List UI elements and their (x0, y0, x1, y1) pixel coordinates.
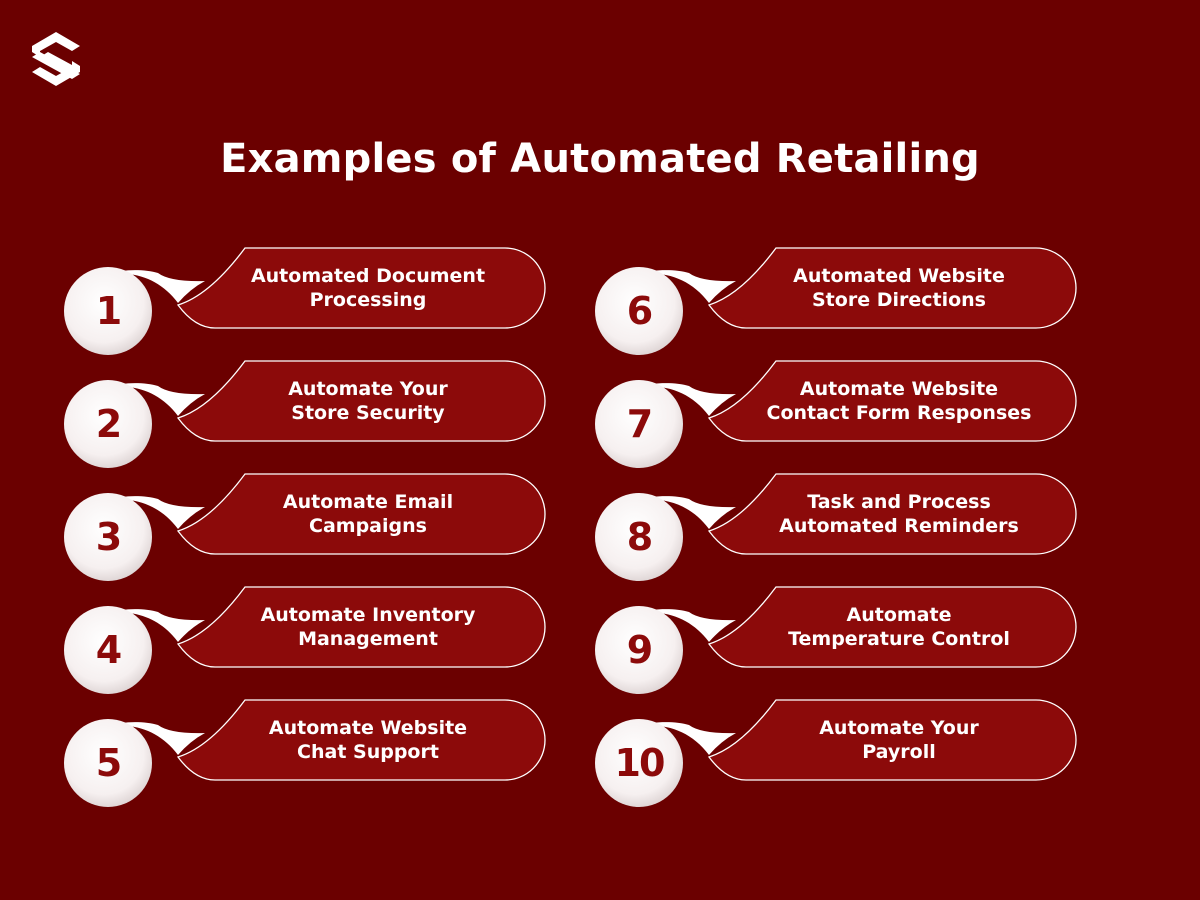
item-number: 5 (95, 741, 122, 785)
item-label: Automate Your Store Security (288, 378, 448, 424)
item-label: Automate Email Campaigns (282, 491, 454, 537)
item-label: Automate Website Contact Form Responses (766, 378, 1032, 424)
item-label: Automate Inventory Management (260, 604, 476, 650)
page-title: Examples of Automated Retailing (220, 136, 980, 182)
s-monogram-logo-icon (32, 32, 80, 86)
item-number: 8 (626, 515, 653, 559)
list-item: 10 Automate Your Payroll (591, 699, 1081, 809)
list-item: 2 Automate Your Store Security (60, 360, 550, 470)
item-number: 4 (95, 628, 122, 672)
item-number: 6 (626, 289, 653, 333)
list-item: 8 Task and Process Automated Reminders (591, 473, 1081, 583)
item-number: 9 (626, 628, 653, 672)
list-item: 4 Automate Inventory Management (60, 586, 550, 696)
item-number: 2 (95, 402, 122, 446)
list-item: 9 Automate Temperature Control (591, 586, 1081, 696)
list-item: 6 Automated Website Store Directions (591, 247, 1081, 357)
item-number: 10 (614, 741, 666, 785)
item-label: Automate Website Chat Support (268, 717, 468, 763)
list-item: 3 Automate Email Campaigns (60, 473, 550, 583)
item-number: 7 (626, 402, 653, 446)
item-label: Automated Document Processing (250, 265, 486, 311)
item-number: 3 (95, 515, 122, 559)
item-label: Automate Temperature Control (788, 604, 1010, 650)
item-label: Task and Process Automated Reminders (779, 491, 1019, 537)
item-label: Automate Your Payroll (819, 717, 979, 763)
list-item: 7 Automate Website Contact Form Response… (591, 360, 1081, 470)
list-item: 1 Automated Document Processing (60, 247, 550, 357)
item-label: Automated Website Store Directions (793, 265, 1005, 311)
list-item: 5 Automate Website Chat Support (60, 699, 550, 809)
item-number: 1 (95, 289, 122, 333)
